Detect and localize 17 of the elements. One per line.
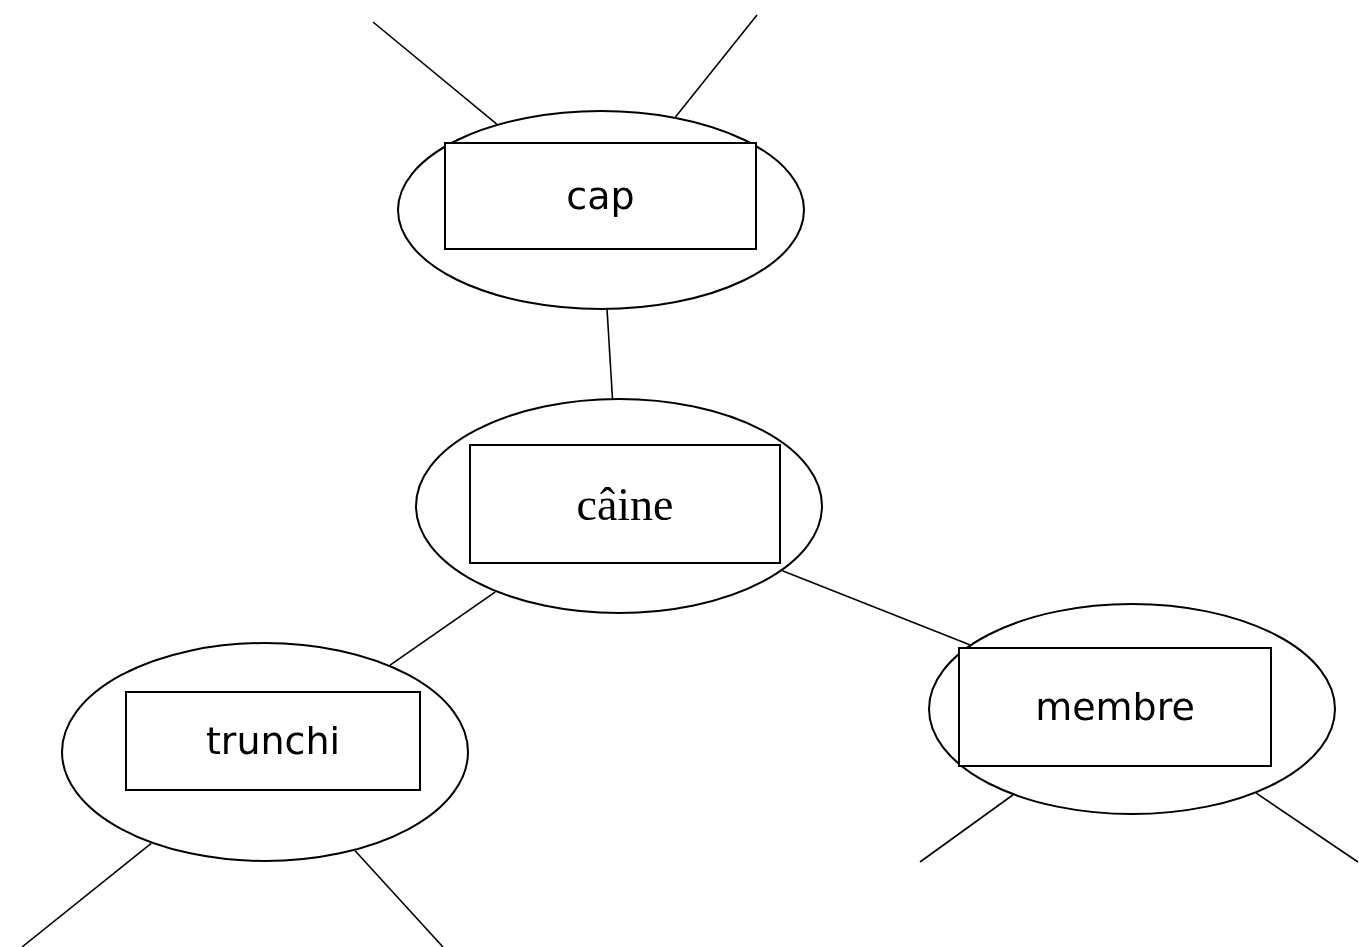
connector-line: [674, 14, 758, 118]
term-box: cap: [444, 142, 757, 250]
term-box: trunchi: [125, 691, 421, 791]
term-box: membre: [958, 647, 1272, 767]
ellipse-node: [415, 398, 823, 614]
term-box: câine: [469, 444, 781, 564]
connector-line: [781, 569, 971, 646]
connector-line: [919, 794, 1014, 863]
connector-line: [372, 21, 498, 125]
ellipse-node: [61, 642, 469, 862]
connector-line: [354, 849, 444, 947]
connector-line: [606, 309, 614, 399]
connector-line: [21, 842, 152, 947]
connector-line: [1255, 792, 1359, 863]
connector-line: [389, 591, 497, 666]
ellipse-node: [928, 603, 1336, 815]
ellipse-node: [397, 110, 805, 310]
